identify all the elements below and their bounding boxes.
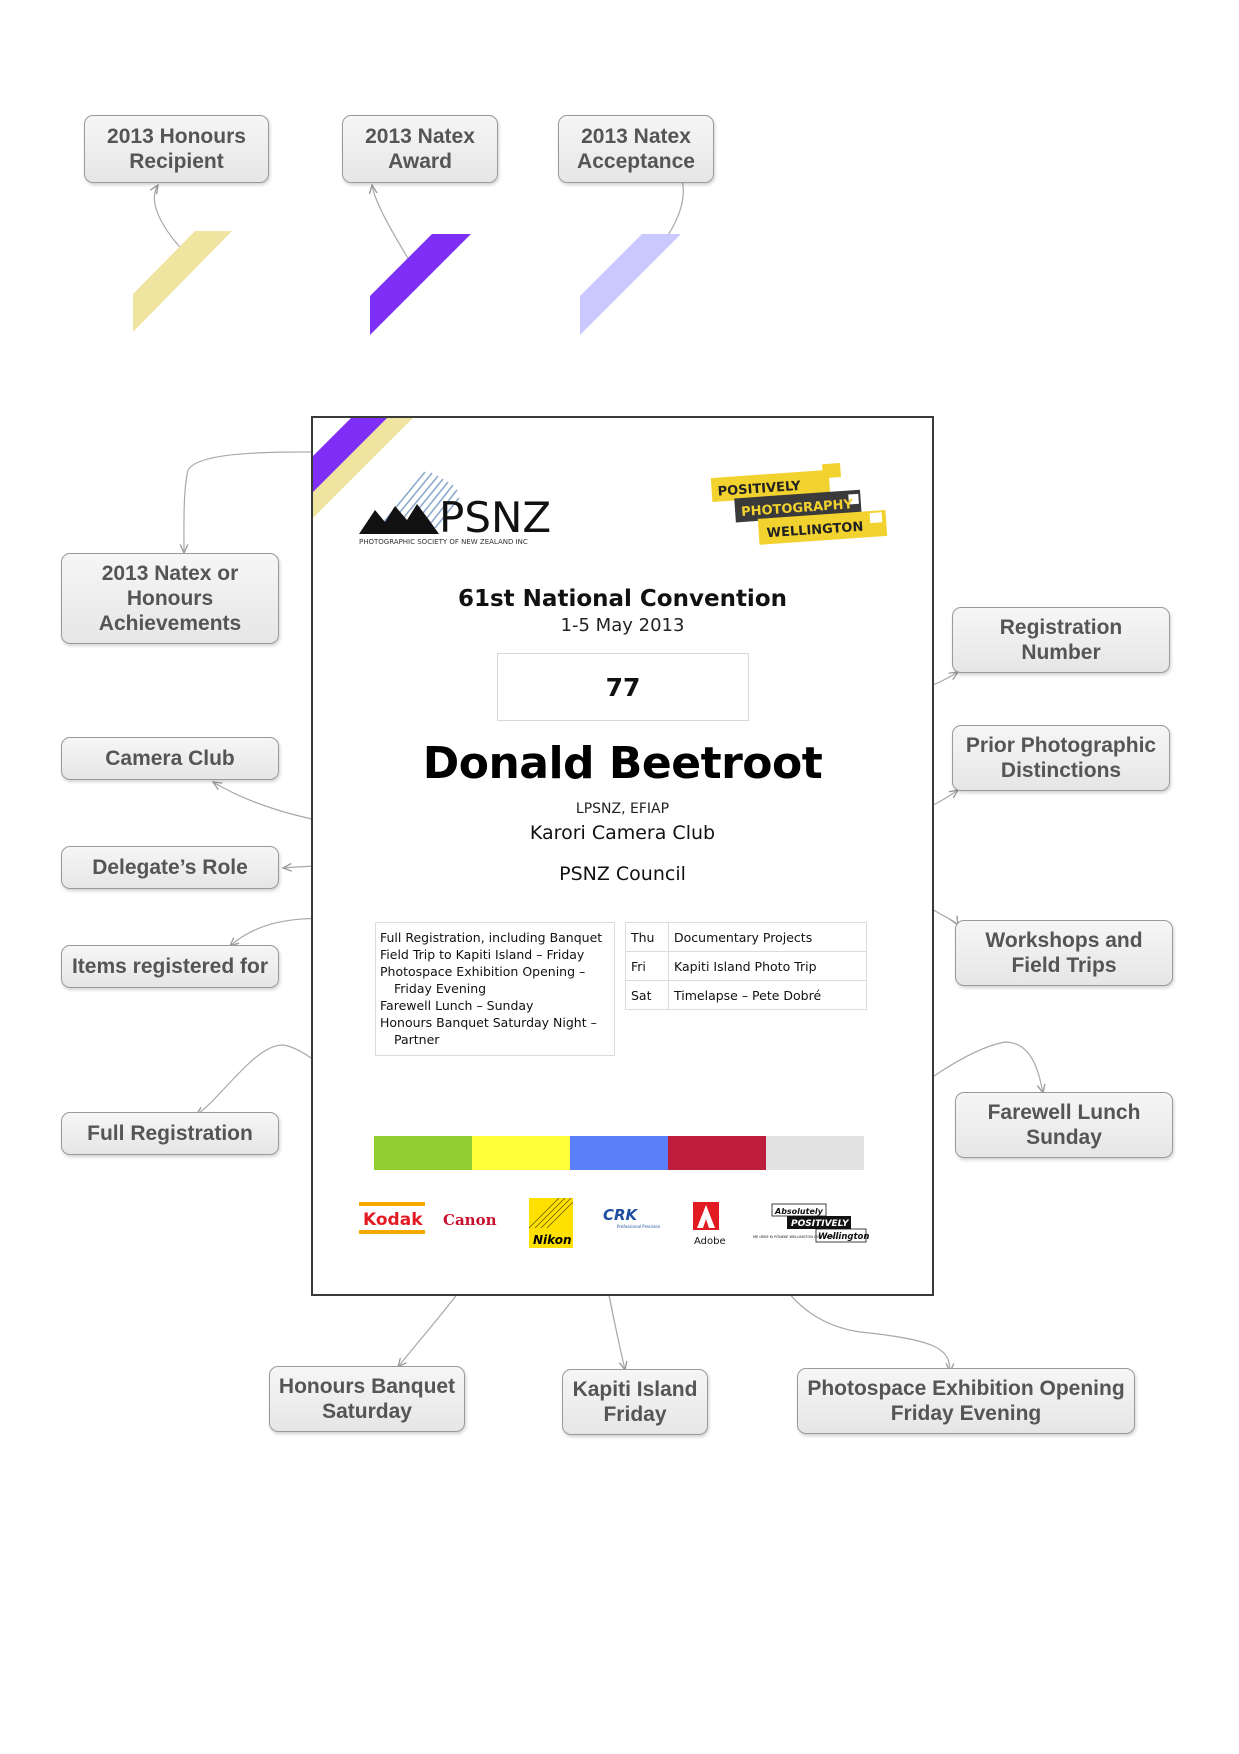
callout-honours-banquet: Honours Banquet Saturday: [269, 1366, 465, 1432]
callout-honours-recipient: 2013 Honours Recipient: [84, 115, 269, 183]
nikon-logo: Nikon: [528, 1197, 574, 1248]
list-item: Field Trip to Kapiti Island – Friday: [380, 947, 585, 962]
svg-text:Adobe: Adobe: [694, 1236, 726, 1247]
registration-number: 77: [605, 672, 641, 702]
workshop-day: Sat: [625, 980, 669, 1010]
svg-text:WELLINGTON: WELLINGTON: [766, 520, 864, 542]
arrow-natex-award: [372, 185, 419, 276]
callout-delegate-role: Delegate’s Role: [61, 846, 279, 889]
list-item: Photospace Exhibition Opening –: [380, 964, 586, 979]
svg-text:POSITIVELY: POSITIVELY: [791, 1219, 850, 1229]
svg-text:Kodak: Kodak: [363, 1210, 423, 1230]
callout-camera-club: Camera Club: [61, 737, 279, 780]
crk-logo: CRK Professional Precision: [603, 1206, 661, 1229]
table-row: Fri Kapiti Island Photo Trip: [625, 951, 867, 981]
sponsor-logos: Kodak Canon Nikon CRK Professional Preci…: [359, 1197, 869, 1248]
svg-text:Nikon: Nikon: [533, 1233, 572, 1247]
delegate-name: Donald Beetroot: [422, 738, 823, 789]
svg-text:Absolutely: Absolutely: [774, 1207, 824, 1216]
convention-title: 61st National Convention: [457, 586, 787, 612]
prior-distinctions: LPSNZ, EFIAP: [575, 801, 670, 817]
svg-text:ME HEKE KI PŌNEKE WELLINGTON C: ME HEKE KI PŌNEKE WELLINGTON CITY COUNCI…: [753, 1234, 839, 1239]
list-item: Honours Banquet Saturday Night –: [380, 1015, 597, 1030]
callout-full-registration: Full Registration: [61, 1112, 279, 1155]
badge-corner-ribbon: [313, 418, 413, 518]
table-row: Thu Documentary Projects: [625, 922, 867, 952]
svg-text:CRK: CRK: [603, 1206, 639, 1224]
kodak-logo: Kodak: [359, 1202, 425, 1234]
color-segment-full-registration: [374, 1136, 472, 1170]
list-item: Full Registration, including Banquet: [380, 930, 603, 945]
color-segment-honours-banquet: [472, 1136, 570, 1170]
event-color-bar: [374, 1136, 864, 1170]
workshop-activity: Timelapse – Pete Dobré: [668, 980, 867, 1010]
positively-photography-wellington-logo: POSITIVELY PHOTOGRAPHY WELLINGTON: [710, 463, 888, 545]
svg-text:Canon: Canon: [443, 1211, 497, 1229]
callout-registration-number: Registration Number: [952, 607, 1170, 673]
absolutely-positively-wellington-logo: Absolutely POSITIVELY Wellington ME HEKE…: [753, 1203, 869, 1243]
table-row: Sat Timelapse – Pete Dobré: [625, 980, 867, 1010]
workshop-activity: Documentary Projects: [668, 922, 867, 952]
psnz-logo: PSNZ PHOTOGRAPHIC SOCIETY OF NEW ZEALAND…: [359, 471, 551, 546]
callout-natex-or-honours: 2013 Natex or Honours Achievements: [61, 553, 279, 644]
registration-number-box: 77: [497, 653, 749, 721]
svg-text:PHOTOGRAPHIC SOCIETY OF NEW ZE: PHOTOGRAPHIC SOCIETY OF NEW ZEALAND INC: [359, 538, 528, 546]
color-segment-kapiti-island: [570, 1136, 668, 1170]
workshop-activity: Kapiti Island Photo Trip: [668, 951, 867, 981]
callout-items-registered: Items registered for: [61, 945, 279, 988]
list-item: Partner: [394, 1032, 440, 1047]
color-segment-farewell-lunch: [766, 1136, 864, 1170]
list-item: Friday Evening: [394, 981, 487, 996]
registered-items-list: Full Registration, including Banquet Fie…: [375, 922, 615, 1056]
callout-workshops: Workshops and Field Trips: [955, 920, 1173, 986]
workshop-day: Thu: [625, 922, 669, 952]
callout-natex-acceptance: 2013 Natex Acceptance: [558, 115, 714, 183]
workshop-day: Fri: [625, 951, 669, 981]
camera-club: Karori Camera Club: [529, 822, 716, 844]
arrow-natex-or-honours: [184, 451, 351, 553]
color-segment-photospace: [668, 1136, 766, 1170]
arrow-honours-recipient: [154, 185, 196, 263]
workshops-table: Thu Documentary Projects Fri Kapiti Isla…: [625, 922, 867, 1010]
delegate-role: PSNZ Council: [559, 863, 686, 885]
svg-text:Wellington: Wellington: [818, 1232, 869, 1242]
canon-logo: Canon: [443, 1211, 497, 1229]
svg-text:PSNZ: PSNZ: [439, 493, 551, 542]
callout-photospace: Photospace Exhibition Opening Friday Eve…: [797, 1368, 1135, 1434]
convention-dates: 1-5 May 2013: [560, 615, 685, 636]
list-item: Farewell Lunch – Sunday: [380, 998, 534, 1013]
callout-kapiti-island: Kapiti Island Friday: [562, 1369, 708, 1435]
adobe-logo: Adobe: [693, 1202, 726, 1247]
convention-badge: PSNZ PHOTOGRAPHIC SOCIETY OF NEW ZEALAND…: [311, 416, 934, 1296]
callout-natex-award: 2013 Natex Award: [342, 115, 498, 183]
svg-text:Professional Precision: Professional Precision: [617, 1224, 661, 1229]
callout-farewell-lunch: Farewell Lunch Sunday: [955, 1092, 1173, 1158]
svg-text:POSITIVELY: POSITIVELY: [717, 479, 802, 500]
callout-prior-distinctions: Prior Photographic Distinctions: [952, 725, 1170, 791]
